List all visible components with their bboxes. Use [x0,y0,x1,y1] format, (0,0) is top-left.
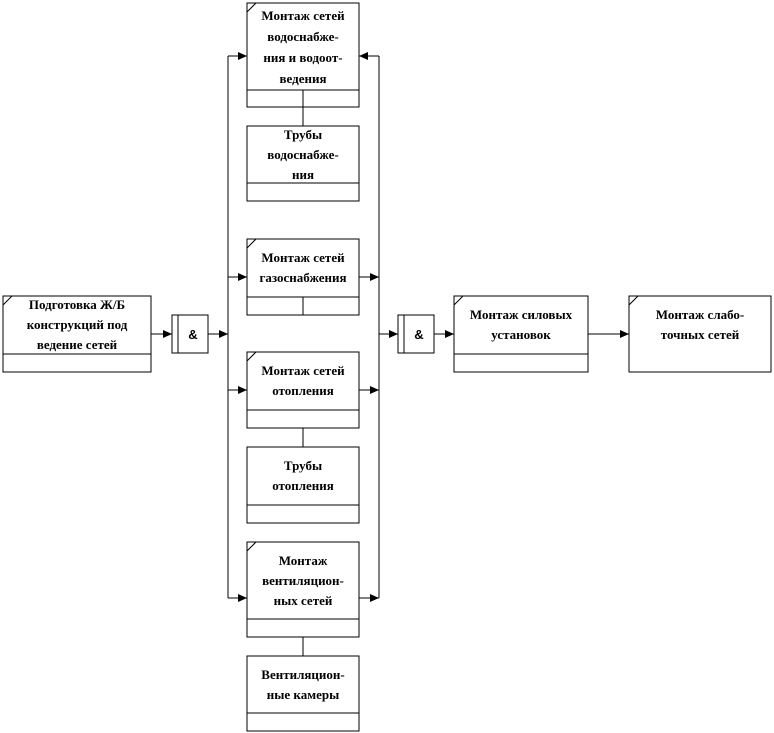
label-heating: Монтаж сетей отопления [261,363,345,398]
label-water-pipes: Трубы водоснабже- ния [267,126,339,182]
label-vent-chambers: Вентиляцион- ные камеры [261,666,345,702]
label-lowcurrent: Монтаж слабо- точных сетей [655,307,745,342]
label-prep: Подготовка Ж/Б конструкций под ведение с… [26,297,128,352]
box-heating-pipes [246,446,360,524]
connectors [151,52,629,602]
box-vent-chambers [246,655,360,732]
gate-label-2: & [414,326,424,342]
box-water-pipes [246,125,360,202]
label-gas: Монтаж сетей газоснабжения [259,250,347,285]
label-heating-pipes: Трубы отопления [272,458,334,493]
label-power: Монтаж силовых установок [469,307,573,342]
label-water: Монтаж сетей водоснабже- ния и водоот- в… [261,7,345,86]
label-vent: Монтаж вентиляцион- ных сетей [262,552,344,608]
gate-label-1: & [188,326,198,342]
